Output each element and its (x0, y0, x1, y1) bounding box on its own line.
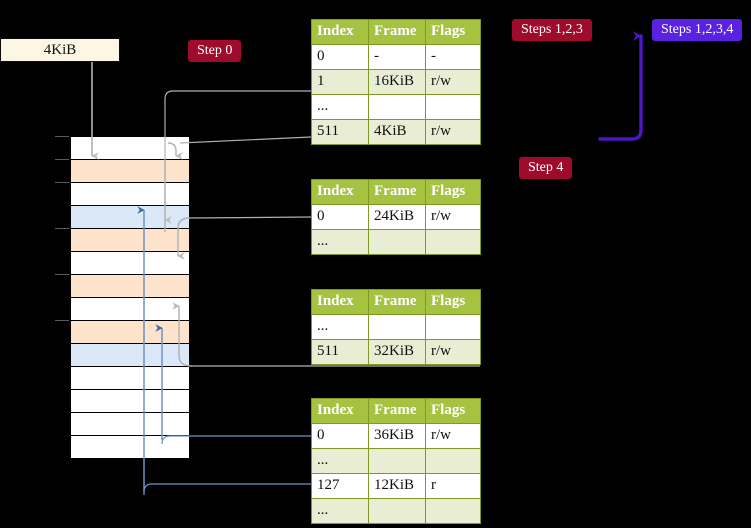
cell-flags: r/w (425, 423, 481, 449)
connector-pt-127-tail (143, 483, 311, 495)
cell-flags (425, 229, 481, 255)
cell-flags: r/w (425, 119, 481, 145)
cell-frame: 16KiB (368, 69, 426, 95)
cell-flags: r/w (425, 339, 481, 365)
memory-row (70, 320, 190, 344)
memory-row (70, 136, 190, 160)
memory-row-tick (55, 320, 69, 321)
table-header-row: Index Frame Flags (311, 398, 481, 424)
table-header-row: Index Frame Flags (311, 289, 481, 315)
memory-row-tick (55, 136, 69, 137)
memory-row (70, 251, 190, 275)
memory-row (70, 389, 190, 413)
column-header-frame: Frame (368, 19, 426, 45)
column-header-flags: Flags (425, 19, 481, 45)
memory-row (70, 297, 190, 321)
memory-row (70, 205, 190, 229)
column-header-index: Index (311, 179, 369, 205)
cell-index: ... (311, 229, 369, 255)
cell-index: 0 (311, 204, 369, 230)
cell-index: 511 (311, 119, 369, 145)
column-header-frame: Frame (368, 289, 426, 315)
memory-row (70, 182, 190, 206)
table-header-row: Index Frame Flags (311, 179, 481, 205)
table-row[interactable]: 0 24KiB r/w (311, 204, 481, 230)
table-row[interactable]: 511 4KiB r/w (311, 119, 481, 145)
column-header-frame: Frame (368, 179, 426, 205)
cell-frame: 32KiB (368, 339, 426, 365)
table-row[interactable]: ... (311, 94, 481, 120)
cell-flags: r/w (425, 69, 481, 95)
table-row[interactable]: ... (311, 498, 481, 524)
memory-row-tick (55, 182, 69, 183)
table-row[interactable]: 127 12KiB r (311, 473, 481, 499)
cell-flags (425, 94, 481, 120)
cell-frame (368, 314, 426, 340)
size-box-label: 4KiB (43, 41, 77, 58)
cell-frame: 4KiB (368, 119, 426, 145)
cell-index: 511 (311, 339, 369, 365)
table-row[interactable]: 0 36KiB r/w (311, 423, 481, 449)
table-row[interactable]: 511 32KiB r/w (311, 339, 481, 365)
page-table-pd: Index Frame Flags ... 511 32KiB r/w (311, 289, 481, 365)
cell-frame: 12KiB (368, 473, 426, 499)
table-row[interactable]: ... (311, 448, 481, 474)
memory-row (70, 412, 190, 436)
table-header-row: Index Frame Flags (311, 19, 481, 45)
arrow-steps-1234 (598, 31, 643, 141)
cell-index: ... (311, 94, 369, 120)
cell-flags (425, 314, 481, 340)
cell-index: ... (311, 314, 369, 340)
memory-row-tick (55, 274, 69, 275)
cell-frame (368, 229, 426, 255)
memory-row (70, 435, 190, 459)
column-header-index: Index (311, 398, 369, 424)
column-header-frame: Frame (368, 398, 426, 424)
cell-flags: r (425, 473, 481, 499)
page-table-pdp: Index Frame Flags 0 24KiB r/w ... (311, 179, 481, 255)
cell-frame (368, 448, 426, 474)
cell-index: ... (311, 448, 369, 474)
table-row[interactable]: 0 - - (311, 44, 481, 70)
cell-frame (368, 94, 426, 120)
memory-row (70, 274, 190, 298)
cell-index: 0 (311, 44, 369, 70)
memory-row-tick (55, 228, 69, 229)
size-box-4kib: 4KiB (0, 38, 120, 62)
table-row[interactable]: 1 16KiB r/w (311, 69, 481, 95)
cell-flags: r/w (425, 204, 481, 230)
memory-row (70, 343, 190, 367)
cell-frame (368, 498, 426, 524)
cell-flags (425, 498, 481, 524)
column-header-flags: Flags (425, 179, 481, 205)
table-row[interactable]: ... (311, 314, 481, 340)
column-header-flags: Flags (425, 289, 481, 315)
badge-step-0: Step 0 (188, 40, 242, 62)
badge-steps-123: Steps 1,2,3 (512, 19, 592, 41)
memory-column (55, 136, 190, 459)
column-header-index: Index (311, 19, 369, 45)
cell-index: 1 (311, 69, 369, 95)
memory-row-tick (55, 159, 69, 160)
cell-frame: 36KiB (368, 423, 426, 449)
page-table-pml4: Index Frame Flags 0 - - 1 16KiB r/w ... … (311, 19, 481, 145)
column-header-index: Index (311, 289, 369, 315)
cell-index: ... (311, 498, 369, 524)
memory-row (70, 159, 190, 183)
table-row[interactable]: ... (311, 229, 481, 255)
cell-index: 0 (311, 423, 369, 449)
cell-frame: 24KiB (368, 204, 426, 230)
cell-index: 127 (311, 473, 369, 499)
cell-frame: - (368, 44, 426, 70)
cell-flags (425, 448, 481, 474)
memory-row (70, 366, 190, 390)
page-table-pt: Index Frame Flags 0 36KiB r/w ... 127 12… (311, 398, 481, 524)
badge-step-4: Step 4 (519, 157, 573, 179)
badge-steps-1234: Steps 1,2,3,4 (652, 19, 743, 41)
column-header-flags: Flags (425, 398, 481, 424)
cell-flags: - (425, 44, 481, 70)
memory-row (70, 228, 190, 252)
